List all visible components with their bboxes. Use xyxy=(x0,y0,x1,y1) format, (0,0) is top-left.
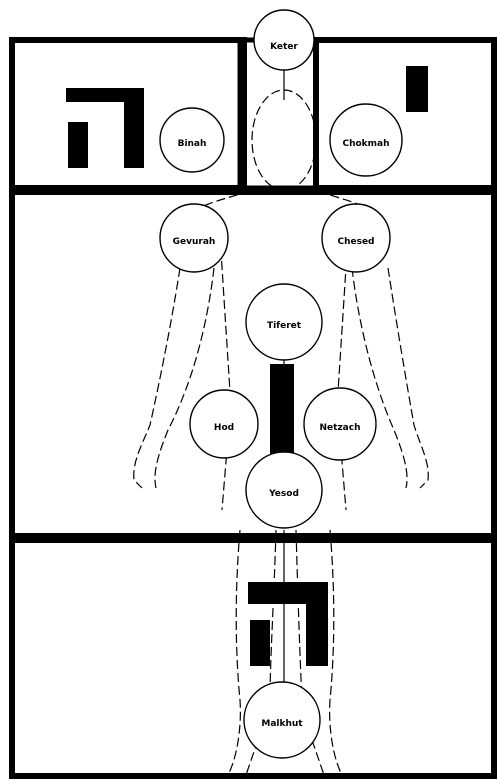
right-torso-side xyxy=(338,235,348,510)
left-arm-outline xyxy=(134,268,214,488)
letter-heh-bottom-icon xyxy=(248,582,328,666)
letter-heh-left-icon xyxy=(66,88,144,168)
label-chokmah: Chokmah xyxy=(342,139,389,149)
label-keter: Keter xyxy=(270,42,298,52)
right-arm-outline xyxy=(352,268,428,488)
label-yesod: Yesod xyxy=(268,489,299,499)
letter-vav-center-icon xyxy=(270,364,294,454)
label-gevurah: Gevurah xyxy=(173,237,216,247)
letter-yod-right-icon xyxy=(406,66,428,112)
label-netzach: Netzach xyxy=(320,423,361,433)
label-tiferet: Tiferet xyxy=(267,321,302,331)
node-keter xyxy=(254,10,314,70)
label-binah: Binah xyxy=(178,139,207,149)
label-chesed: Chesed xyxy=(337,237,374,247)
left-torso-side xyxy=(220,235,230,510)
label-hod: Hod xyxy=(214,423,234,433)
head-outline xyxy=(252,90,316,190)
label-malkhut: Malkhut xyxy=(261,719,303,729)
